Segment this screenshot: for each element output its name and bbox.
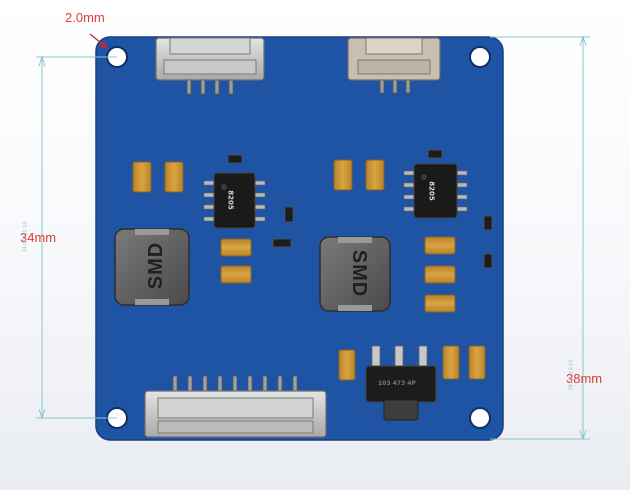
resistor <box>483 215 493 231</box>
resistor <box>427 149 443 159</box>
resistor <box>284 206 294 223</box>
capacitor <box>338 349 356 381</box>
capacitors <box>132 159 486 381</box>
inductor-right-label: SMD <box>348 249 371 298</box>
ic-left <box>203 172 266 229</box>
connector-top-right <box>347 37 441 94</box>
hole-spacing-label: 34mm <box>20 230 57 245</box>
dimension-lines <box>36 35 590 441</box>
hole-spacing-tolerance: 34.00 ±0.10 <box>22 221 29 253</box>
capacitor <box>442 345 460 380</box>
capacitor <box>468 345 486 380</box>
ic-right <box>403 163 468 219</box>
resistor <box>483 253 493 269</box>
capacitor <box>365 159 385 191</box>
small-smd-parts <box>227 149 493 269</box>
voltage-regulator <box>365 345 437 421</box>
ic-right-marking: 8205 <box>427 181 436 201</box>
pcb-board <box>95 36 504 441</box>
capacitor <box>424 236 456 255</box>
connector-top-left <box>155 37 265 95</box>
regulator-marking: 103 473 4P <box>378 380 416 387</box>
capacitor <box>164 161 184 193</box>
connector-bottom <box>144 375 327 438</box>
capacitor <box>424 265 456 284</box>
mounting-hole-bottom-right <box>469 407 491 429</box>
inductor-left-label: SMD <box>145 241 168 290</box>
inductor-right <box>319 236 391 312</box>
hole-diameter-arrow <box>89 33 108 49</box>
hole-diameter-label: 2.0mm <box>65 10 105 25</box>
capacitor <box>220 238 252 257</box>
inductor-left <box>114 228 190 306</box>
mounting-holes <box>106 46 491 429</box>
board-height-tolerance: 38.00 ±0.10 <box>568 359 575 391</box>
board-height-label: 38mm <box>566 371 603 386</box>
capacitor <box>132 161 152 193</box>
ic-left-marking: 8205 <box>226 190 235 210</box>
resistor <box>227 154 243 164</box>
resistor <box>272 238 292 248</box>
capacitor <box>424 294 456 313</box>
mounting-hole-top-right <box>469 46 491 68</box>
capacitor <box>333 159 353 191</box>
capacitor <box>220 265 252 284</box>
